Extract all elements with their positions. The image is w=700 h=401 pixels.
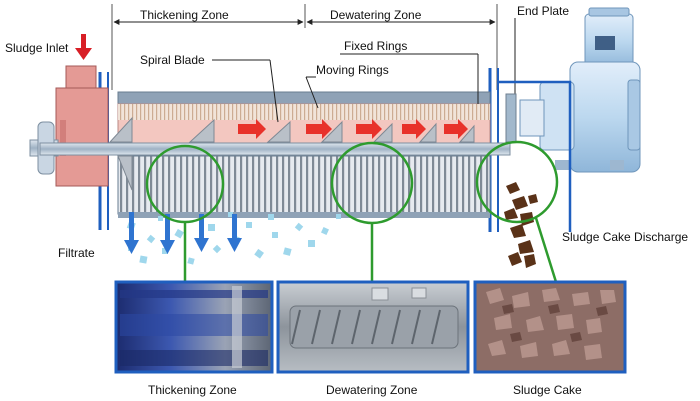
callout-magnifiers [145,140,559,283]
thickening-zone-label: Thickening Zone [140,8,229,22]
end-plate-label: End Plate [517,4,569,18]
caption-dewatering-zone: Dewatering Zone [326,383,418,397]
photo-dewatering-zone [276,280,470,374]
caption-thickening-zone: Thickening Zone [148,383,237,397]
photo-sludge-cake [473,280,627,374]
sludge-inlet-label: Sludge Inlet [5,41,69,55]
spiral-blade-label: Spiral Blade [140,53,205,67]
fixed-rings-label: Fixed Rings [344,39,407,53]
photo-thickening-zone [114,280,274,374]
dewatering-zone-label: Dewatering Zone [330,8,422,22]
screw-cylinder [39,91,511,218]
part-leader-lines [212,53,479,123]
sludge-cake-discharge-label: Sludge Cake Discharge [562,230,688,244]
moving-rings-label: Moving Rings [316,63,389,77]
drive-motor [505,7,641,173]
caption-sludge-cake: Sludge Cake [513,383,582,397]
sludge-cake-pieces [504,182,538,268]
spiral-blades [108,116,475,191]
filtrate-arrows [124,212,242,254]
sludge-inlet-hopper [55,65,109,187]
zone-dimension-lines [111,4,498,90]
filtrate-label: Filtrate [58,246,95,260]
inlet-arrow-icon [75,34,92,60]
flow-arrows [238,119,468,139]
